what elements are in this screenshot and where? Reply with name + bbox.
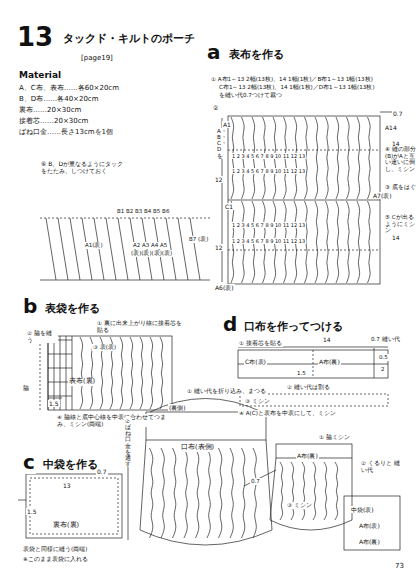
- label: 1 2 3 4 5 6 7 8 9 10 11 12 13: [231, 222, 306, 228]
- label: を縫い代0.7つけて裁つ: [218, 92, 283, 99]
- label: 2: [380, 366, 386, 373]
- label: 0.5: [378, 354, 389, 361]
- label: d: [222, 312, 238, 336]
- label: 0.7: [392, 110, 404, 117]
- label: ばね口金……長さ13cmを1個: [18, 128, 114, 136]
- label: C布1～13 2幅(13枚)、14 1幅(1枚)／D布1～13 1幅(13枚): [218, 84, 376, 91]
- label: a: [206, 40, 222, 64]
- label: ③ 底をはぐ: [384, 184, 416, 191]
- label: 裏布(裏): [52, 522, 80, 530]
- label: (裏側): [168, 404, 187, 411]
- label: A6(表): [214, 284, 235, 291]
- label: 口布を作ってつける: [243, 320, 344, 333]
- label: 13: [16, 22, 54, 53]
- label: 中袋を作る: [42, 458, 99, 471]
- label: [page19]: [80, 54, 114, 62]
- label: 表布を作る: [228, 48, 285, 61]
- label: ④ 脇線と底中心線を中表に合わせてつまみ、ミシン(両端): [56, 414, 168, 427]
- label: 13: [62, 482, 72, 489]
- label: Material: [18, 70, 62, 81]
- label: ⑥ B、Dが重なるようにタックをたたみ、しつけておく: [40, 160, 128, 174]
- label: A、C布、表布……各60×20cm: [18, 84, 120, 92]
- label: 表袋を作る: [44, 302, 101, 315]
- label: A14: [384, 124, 398, 131]
- label: C布(表): [244, 358, 267, 365]
- label: 表布(裏): [68, 378, 96, 386]
- label: 0.7 縫い代: [370, 336, 401, 343]
- page-title: タックド・キルトのポーチ: [62, 32, 196, 45]
- label: ① 接着芯を貼る: [238, 340, 283, 347]
- label: ② ばね口金を通す: [124, 418, 132, 467]
- label: ④ 縫の部分(B)がAと互い違いに倒し、ミシン: [384, 146, 416, 172]
- label: 0.7: [250, 478, 261, 485]
- label: 1.5: [296, 370, 307, 377]
- label: ③ 表(表): [92, 344, 117, 351]
- label: ② 脇を縫う: [26, 330, 58, 343]
- label: A布(表): [358, 522, 381, 529]
- label: B7 (表): [188, 236, 209, 243]
- label: 口布(表側): [180, 444, 215, 452]
- illustration: [18, 112, 400, 550]
- label: c: [22, 450, 36, 474]
- label: 73: [394, 562, 405, 570]
- label: C1: [224, 203, 234, 210]
- label: ① 縫い代を折り込み、まつる: [186, 388, 267, 395]
- label: 1.5: [48, 400, 60, 407]
- label: ③ ミシン: [244, 398, 271, 405]
- label: A布(裏): [358, 538, 381, 545]
- label: ②: [212, 104, 219, 111]
- label: ① A布1～13 2幅(13枚)、14 1幅(1枚)／B布1～13 1幅(13枚…: [210, 76, 374, 83]
- label: A7(表): [372, 192, 393, 199]
- label: 接着芯……20×30cm: [18, 117, 89, 125]
- label: ② 縫い代は割る: [286, 384, 331, 391]
- label: 14: [391, 234, 401, 241]
- label: ④ A(C)と表布を中表にして、ミシン: [238, 410, 337, 417]
- label: 1 2 3 4 5 6 7 8 9 10 11 12 13: [231, 168, 306, 174]
- label: 1.5: [26, 508, 38, 515]
- label: 中袋(表): [350, 506, 375, 513]
- label: 0.7: [96, 468, 108, 475]
- label: 1 2 3 4 5 6 7 8 9 10 11 12 13: [231, 153, 306, 159]
- label: ※このまま表袋に入れる: [22, 556, 89, 563]
- label: ⑤ Cが出るようにミシン: [384, 214, 416, 234]
- label: B、D布……各40×20cm: [18, 95, 100, 103]
- label: A・B・C・Dを: [216, 128, 224, 159]
- label: 脇: [22, 384, 30, 391]
- label: ② くるりと 縫い代: [360, 460, 402, 473]
- label: ① 脇ミシン: [318, 434, 351, 441]
- label: 表袋と同様に縫う(両端): [22, 546, 88, 553]
- label: 14: [322, 336, 332, 343]
- label: A1(表): [84, 242, 104, 249]
- label: A2 A3 A4 A5: [132, 242, 168, 249]
- label: ③ ミシン: [286, 502, 313, 509]
- label: 12: [214, 176, 224, 183]
- label: ① 裏に出来上がり線に接着芯を貼る: [96, 320, 188, 333]
- label: A布(裏): [318, 358, 341, 365]
- label: 1 2 3 4 5 6 7 8 9 10 11 12 13: [231, 238, 306, 244]
- label: (表)(表)(表)(表): [130, 250, 173, 257]
- label: b: [22, 294, 38, 318]
- label: A布(裏): [296, 452, 319, 459]
- label: 12: [214, 244, 224, 251]
- label: B1 B2 B3 B4 B5 B6: [116, 208, 170, 215]
- label: 裏布……20×30cm: [18, 106, 82, 114]
